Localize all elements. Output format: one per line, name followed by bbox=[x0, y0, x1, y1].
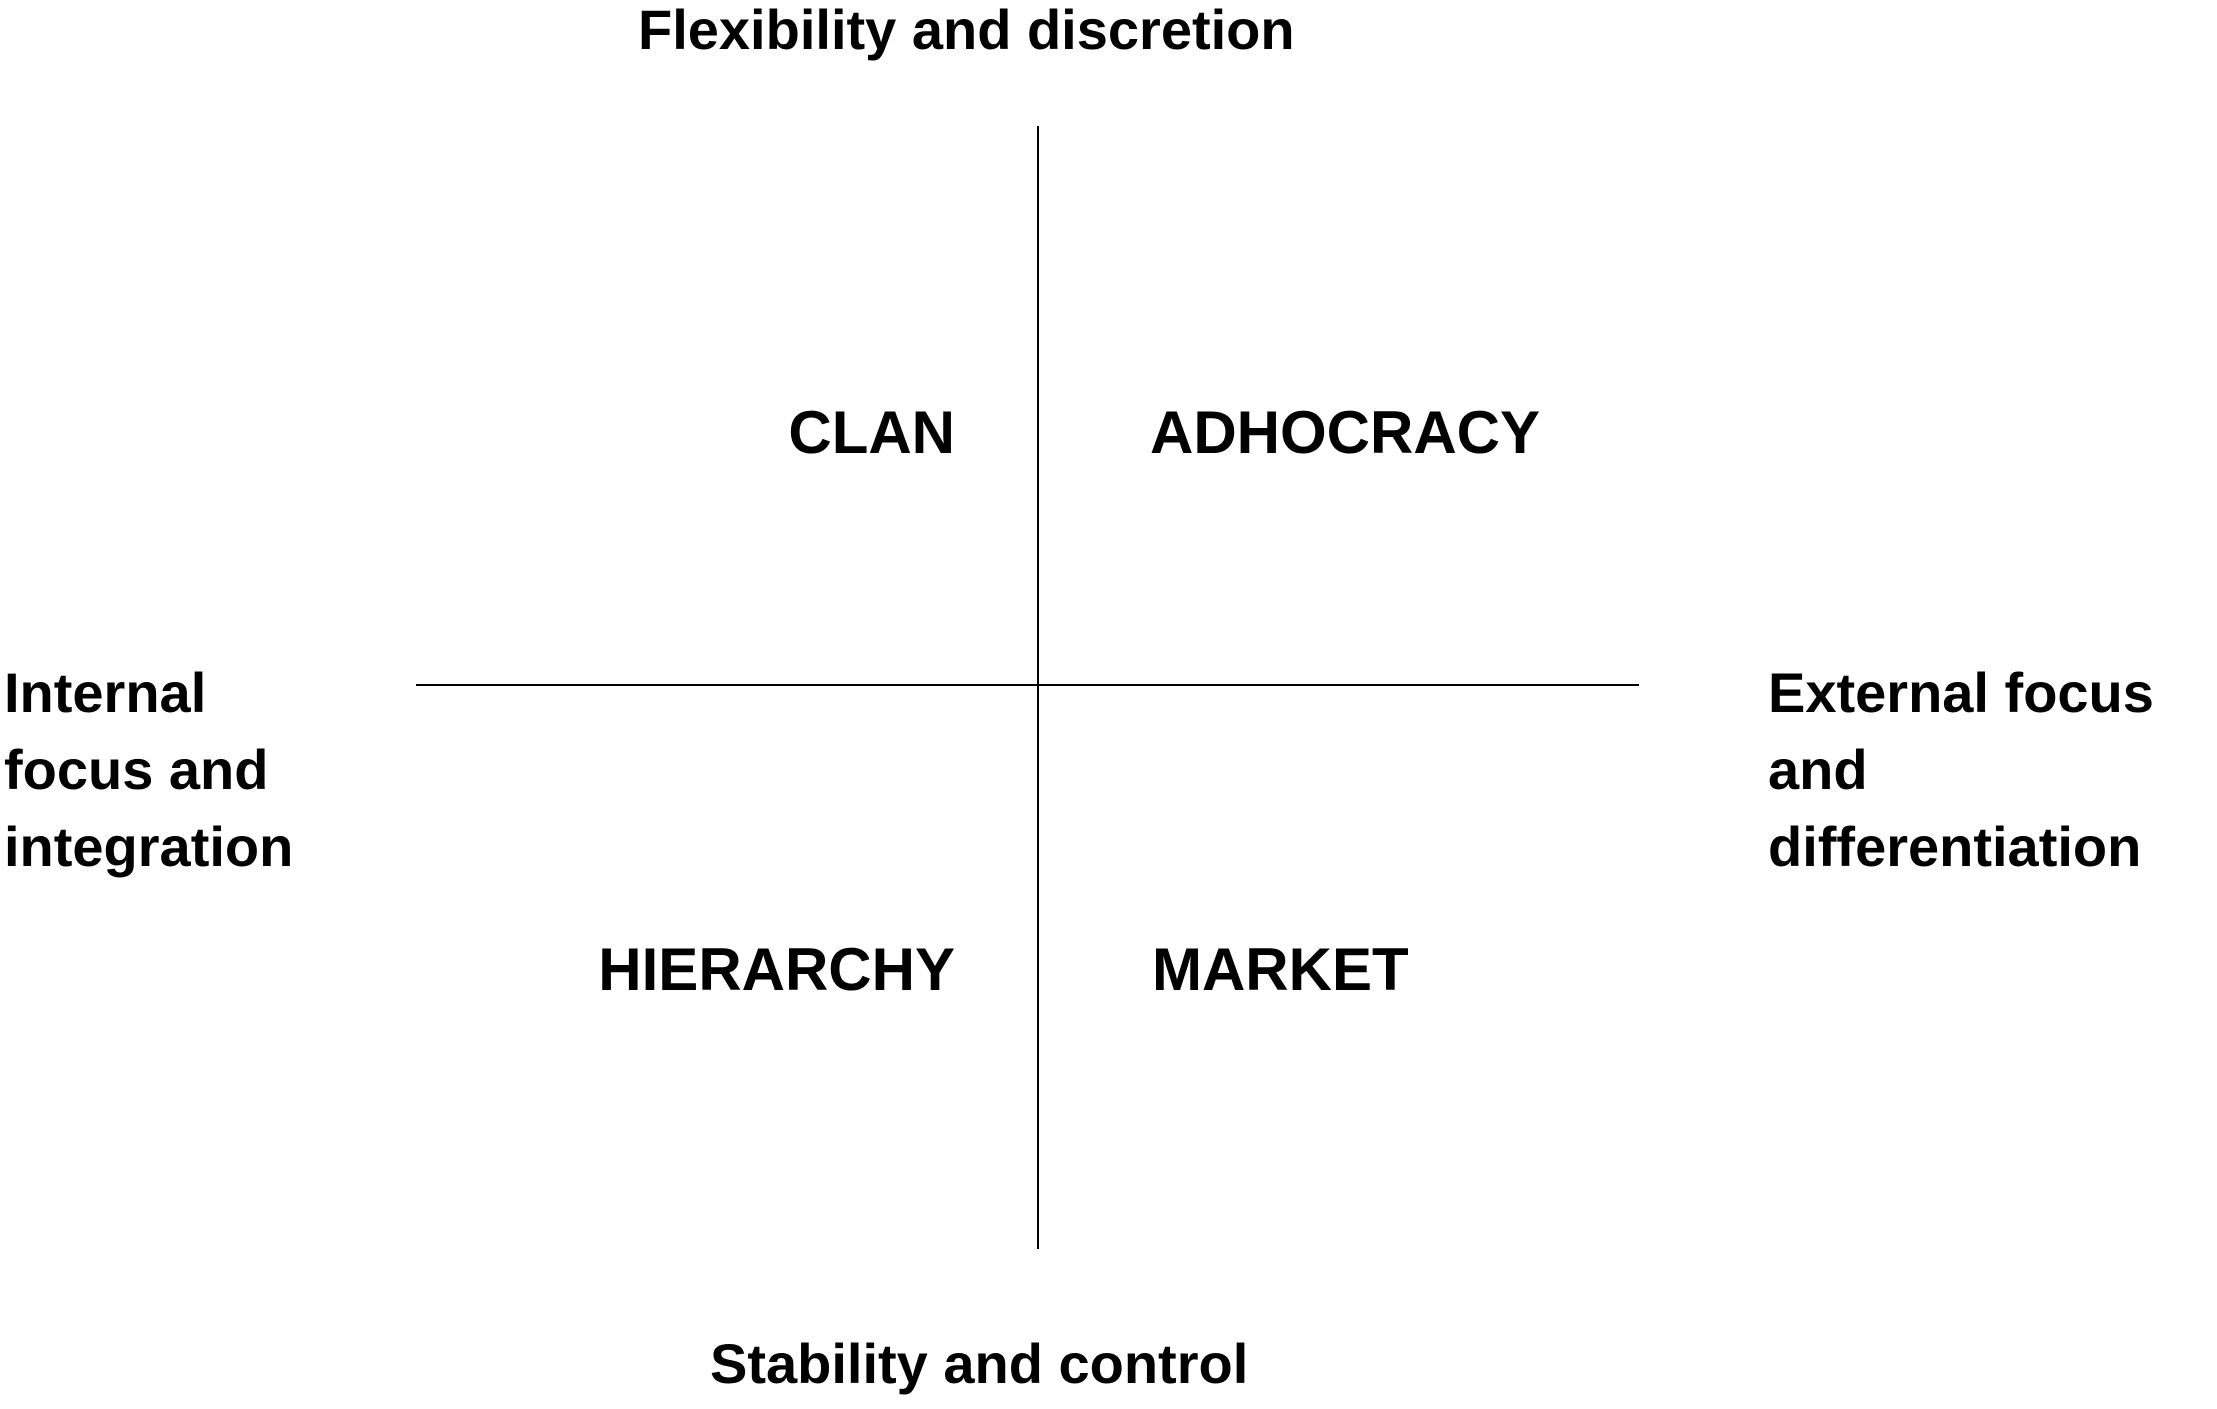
quadrant-adhocracy: ADHOCRACY bbox=[1150, 399, 1540, 466]
quadrant-clan: CLAN bbox=[788, 399, 955, 466]
horizontal-axis-line bbox=[416, 684, 1639, 686]
axis-label-top: Flexibility and discretion bbox=[638, 0, 1295, 61]
axis-label-left-line: focus and bbox=[4, 738, 269, 801]
vertical-axis-line bbox=[1037, 126, 1039, 1249]
axis-label-right-line: differentiation bbox=[1768, 815, 2142, 878]
axis-label-left-line: integration bbox=[4, 815, 294, 878]
axis-label-right-line: and bbox=[1768, 738, 1868, 801]
axis-label-right-line: External focus bbox=[1768, 661, 2154, 724]
axis-label-bottom: Stability and control bbox=[710, 1332, 1249, 1395]
quadrant-hierarchy: HIERARCHY bbox=[598, 936, 955, 1003]
axis-label-left: Internal focus and integration bbox=[4, 654, 293, 885]
axis-label-right: External focus and differentiation bbox=[1768, 654, 2154, 885]
axis-label-left-line: Internal bbox=[4, 661, 207, 724]
quadrant-market: MARKET bbox=[1152, 936, 1409, 1003]
